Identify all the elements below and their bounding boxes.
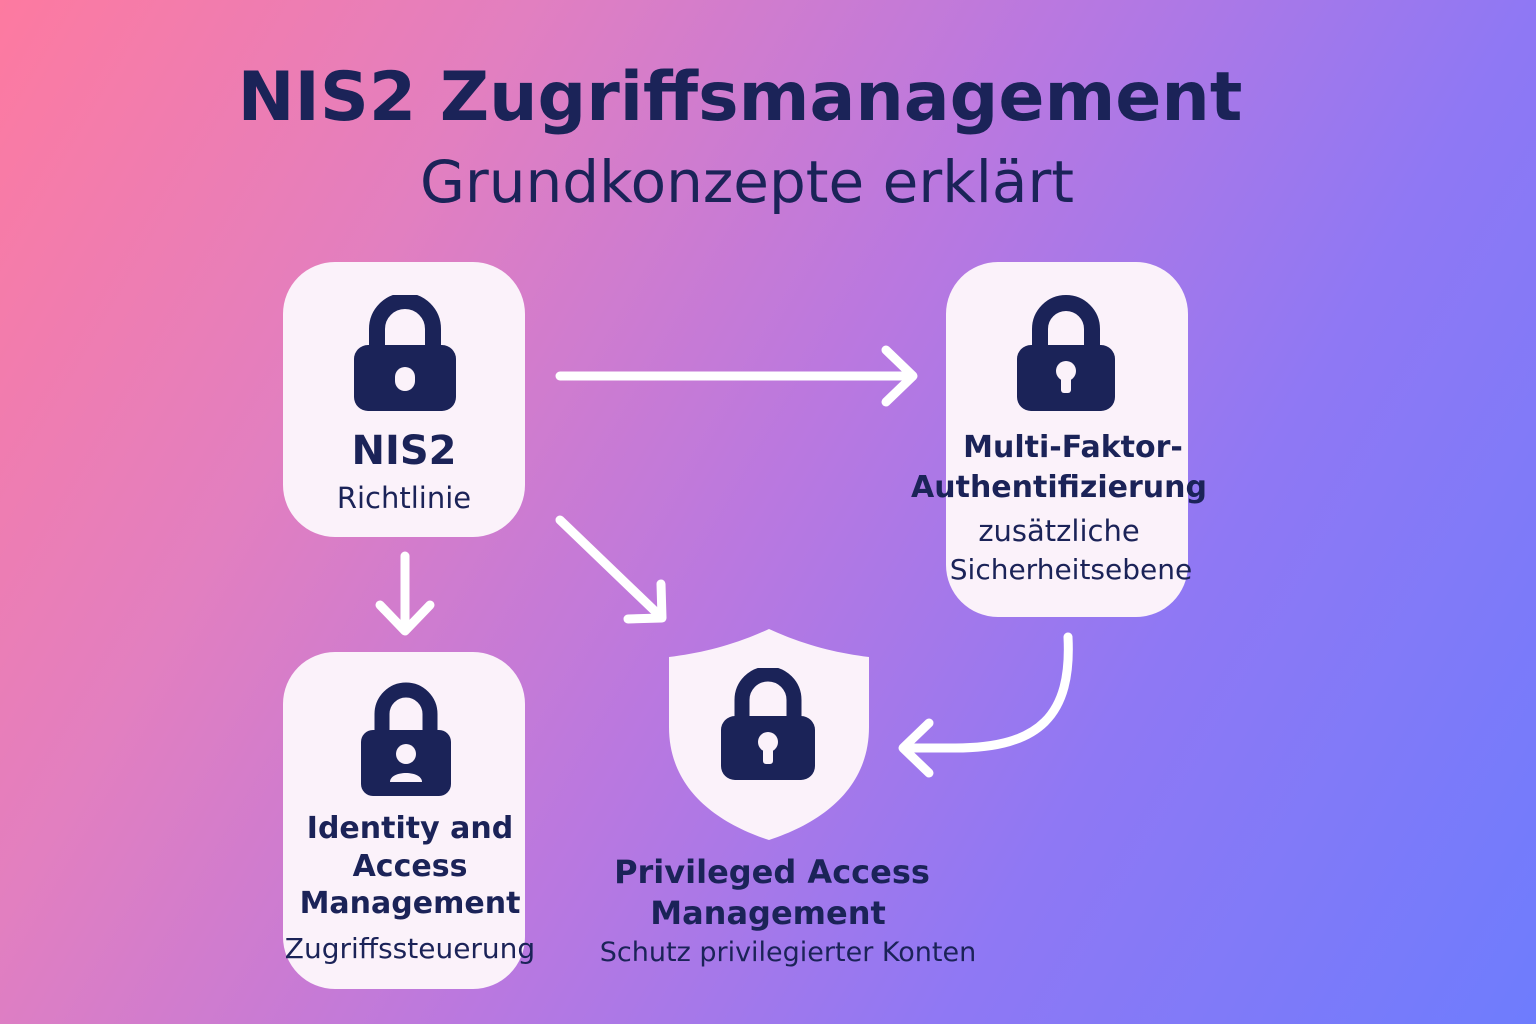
- arrow-nis2-to-mfa: [555, 345, 918, 407]
- iam-title-line1: Identity and: [306, 811, 514, 846]
- nis2-title: NIS2: [351, 428, 457, 474]
- nis2-subtitle: Richtlinie: [336, 481, 472, 515]
- diagram-title: NIS2 Zugriffsmanagement: [237, 58, 1243, 137]
- arrow-nis2-to-pam: [555, 515, 667, 624]
- pam-title-line1: Privileged Access: [614, 853, 930, 891]
- mfa-subtitle-line2: Sicherheitsebene: [949, 553, 1193, 586]
- padlock-keyhole-icon: [721, 668, 815, 780]
- mfa-card: [946, 262, 1188, 617]
- iam-card: [283, 652, 525, 989]
- diagram-subtitle: Grundkonzepte erklärt: [419, 148, 1075, 216]
- iam-subtitle: Zugriffssteuerung: [284, 932, 536, 965]
- padlock-keyhole-icon: [1017, 295, 1115, 411]
- iam-title-line2: Access: [352, 849, 468, 884]
- padlock-user-icon: [361, 682, 451, 796]
- pam-subtitle: Schutz privilegierter Konten: [599, 937, 977, 968]
- arrow-mfa-to-pam: [898, 632, 1073, 778]
- arrow-nis2-to-iam: [375, 551, 435, 636]
- padlock-icon: [354, 295, 456, 411]
- pam-title-line2: Management: [650, 894, 886, 932]
- iam-title-line3: Management: [299, 886, 521, 921]
- mfa-subtitle-line1: zusätzliche: [978, 514, 1140, 548]
- mfa-title-line1: Multi-Faktor-: [963, 430, 1183, 465]
- mfa-title-line2: Authentifizierung: [911, 470, 1207, 505]
